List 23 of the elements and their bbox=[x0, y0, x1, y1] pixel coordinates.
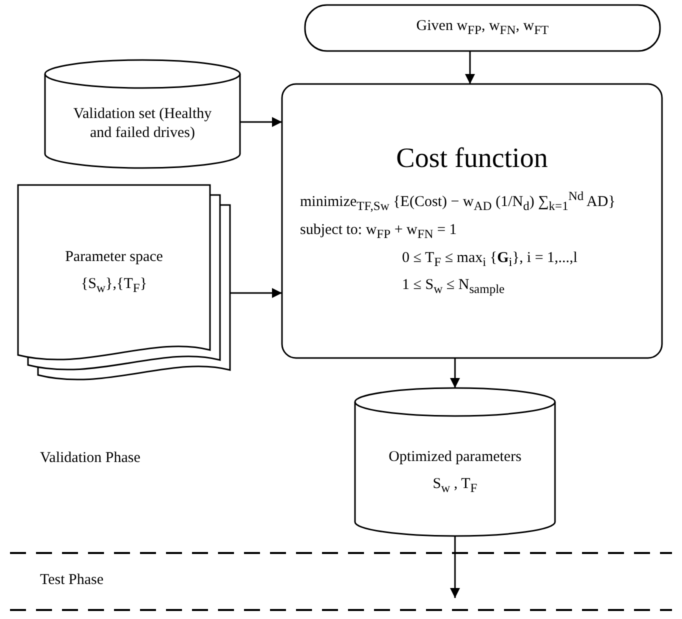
database-cylinder bbox=[45, 60, 240, 168]
parameter-space-text: Parameter space bbox=[65, 248, 163, 268]
given-weights-text: Given w$_{FP}$, w$_{FN}$, w$_{FT}$ bbox=[416, 17, 549, 39]
phase-label: Test Phase bbox=[40, 572, 104, 589]
arrow bbox=[450, 358, 460, 388]
formula-text: S$_{w}$ , T$_{F}$ bbox=[432, 474, 478, 496]
multi-document-shape bbox=[18, 185, 230, 380]
output-text: Optimized parameters bbox=[388, 448, 522, 467]
arrow bbox=[230, 288, 282, 298]
phase-label: Validation Phase bbox=[40, 450, 140, 467]
formula-text: {S$_{w}$},{T$_{F}$} bbox=[80, 275, 148, 297]
formula-text: minimize$_{TF,Sw}$ {E(Cost) − w$_{AD}$ (1/N$_{d}$) ∑$_{k=1}$$^{Nd}$ AD} bbox=[300, 189, 616, 215]
constraint-text: 0 ≤ T$_{F}$ ≤ max$_{i}$ {G$_{i}$}, i = 1,...,l bbox=[402, 248, 578, 270]
arrow bbox=[450, 536, 460, 598]
box-heading: Cost function bbox=[396, 142, 548, 176]
start-box bbox=[305, 5, 660, 51]
arrow bbox=[465, 51, 475, 84]
constraint-text: subject to: w$_{FP}$ + w$_{FN}$ = 1 bbox=[300, 220, 457, 242]
dataset-text: Validation set (Healthy and failed drives) bbox=[72, 105, 213, 143]
constraint-text: 1 ≤ S$_{w}$ ≤ N$_{sample}$ bbox=[402, 276, 505, 298]
process-box bbox=[282, 84, 662, 358]
database-cylinder bbox=[355, 388, 555, 536]
arrow bbox=[240, 117, 282, 127]
